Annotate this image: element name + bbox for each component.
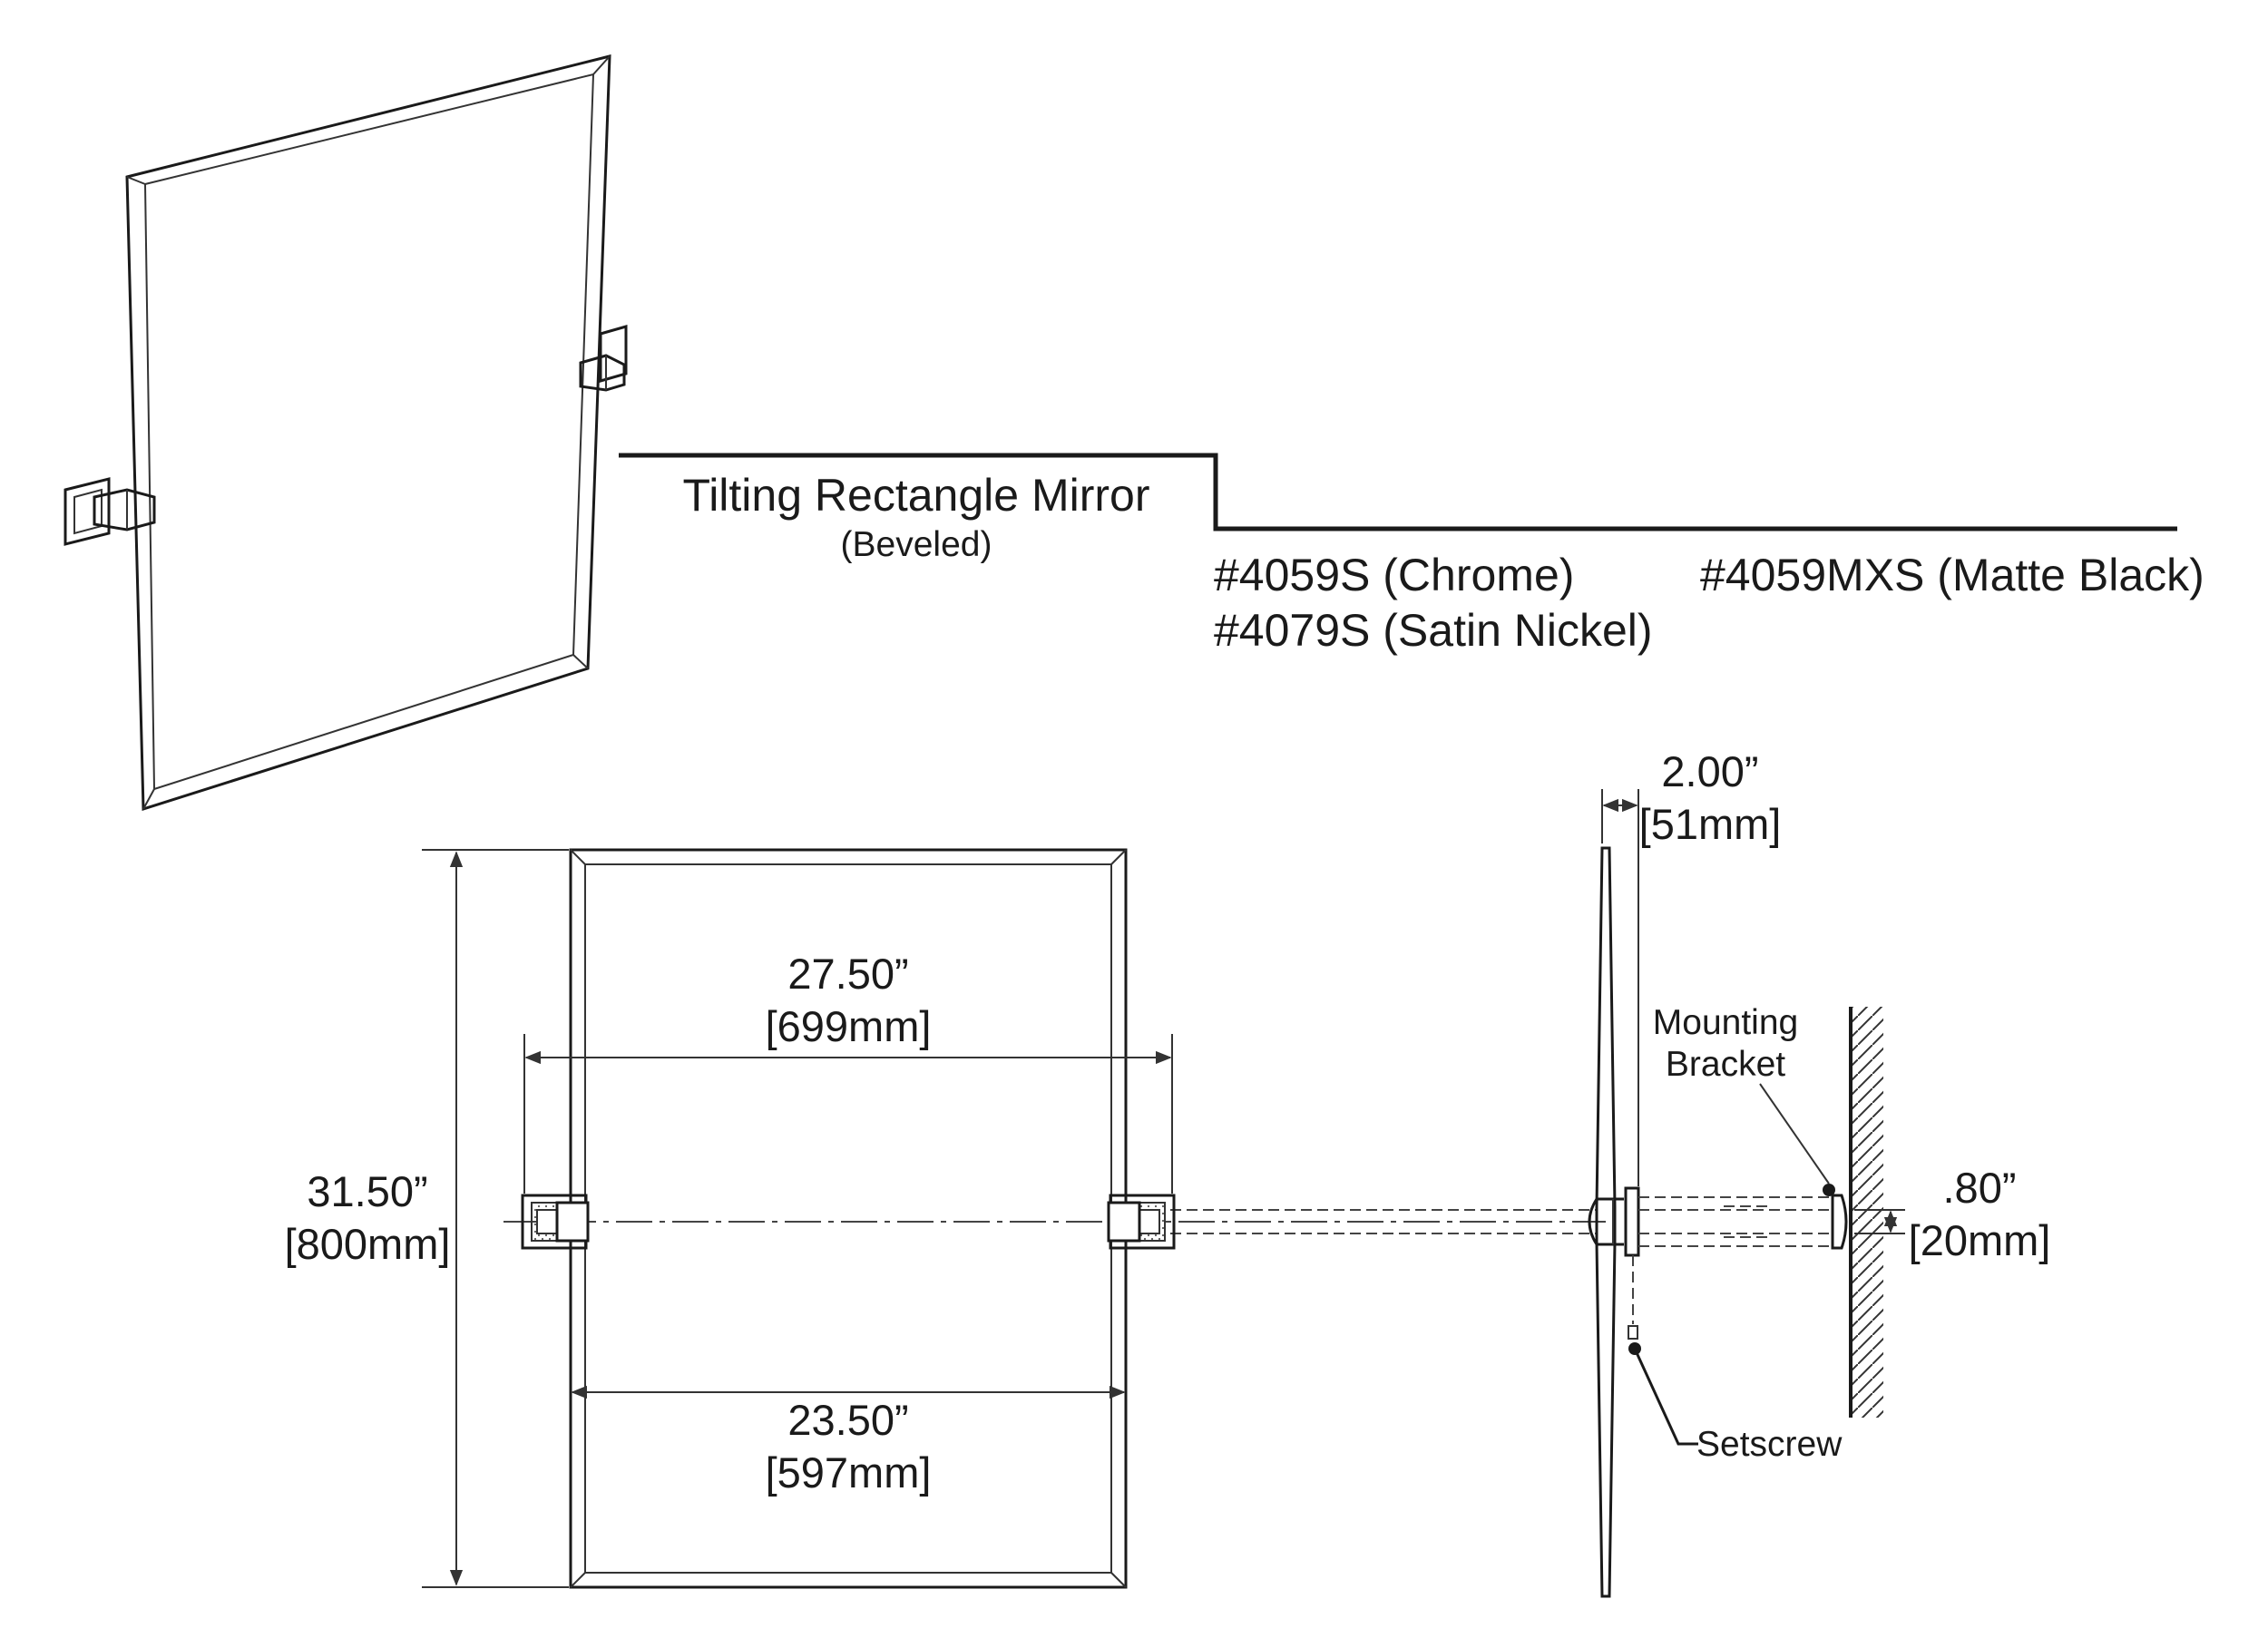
side-view: 2.00” [51mm] .80” [20mm] Mounting Bracke…	[1588, 747, 2051, 1598]
height-in: 31.50”	[307, 1167, 427, 1215]
perspective-left-bracket	[64, 477, 156, 546]
front-right-bracket	[1107, 1194, 1176, 1250]
product-subtitle: (Beveled)	[841, 525, 992, 564]
overall-width-mm: [699mm]	[766, 1002, 932, 1050]
front-view: 27.50” [699mm] 23.50” [597mm] 31.50” [80…	[285, 848, 1606, 1589]
front-left-bracket	[521, 1194, 590, 1250]
projection-mm: [51mm]	[1639, 800, 1782, 848]
setscrew-label: Setscrew	[1696, 1425, 1843, 1464]
perspective-right-bracket	[579, 325, 628, 392]
model-matte-black: #4059MXS (Matte Black)	[1700, 550, 2204, 600]
model-satin-nickel: #4079S (Satin Nickel)	[1214, 605, 1653, 656]
mounting-bracket-label-1: Mounting	[1653, 1003, 1798, 1042]
perspective-mirror-illustration	[64, 54, 628, 812]
mirror-width-mm: [597mm]	[766, 1448, 932, 1497]
projection-in: 2.00”	[1661, 747, 1758, 795]
model-chrome: #4059S (Chrome)	[1214, 550, 1574, 600]
mounting-bracket-label-2: Bracket	[1666, 1045, 1785, 1084]
bracket-in: .80”	[1943, 1164, 2017, 1212]
title-rule	[619, 453, 2177, 531]
mirror-width-in: 23.50”	[787, 1396, 908, 1444]
product-title: Tilting Rectangle Mirror	[683, 470, 1150, 521]
height-mm: [800mm]	[285, 1220, 451, 1268]
overall-width-in: 27.50”	[787, 950, 908, 998]
bracket-mm: [20mm]	[1909, 1216, 2051, 1264]
